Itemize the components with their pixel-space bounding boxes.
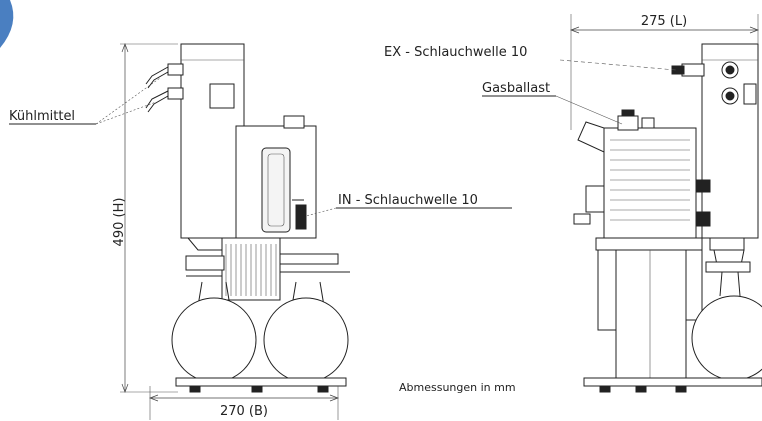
coolant-fitting-bottom: [167, 87, 184, 100]
height-dimension: [120, 43, 178, 393]
condenser-window: [209, 83, 235, 109]
side-stand: [615, 249, 687, 379]
units-note: Abmessungen in mm: [399, 381, 516, 394]
width-dimension: [149, 386, 339, 420]
coolant-label: Kühlmittel: [9, 109, 75, 124]
inlet-fitting: [295, 204, 307, 230]
inlet-tube: [261, 147, 291, 233]
base-plate: [175, 377, 347, 387]
gas-ballast-knob: [617, 115, 639, 131]
coolant-fitting-top: [167, 63, 184, 76]
corner-accent: [0, 0, 14, 48]
inlet-label: IN - Schlauchwelle 10: [338, 193, 478, 208]
length-dimension: [570, 14, 759, 130]
front-view: [145, 43, 350, 393]
side-base-plate: [583, 377, 762, 387]
condenser-column: [180, 43, 245, 239]
width-label: 270 (B): [220, 404, 268, 419]
exhaust-fitting: [681, 63, 705, 77]
length-label: 275 (L): [641, 14, 687, 29]
exhaust-label: EX - Schlauchwelle 10: [384, 45, 527, 60]
gas-ballast-label: Gasballast: [482, 81, 550, 96]
side-view: [573, 43, 762, 393]
side-pump-body: [603, 127, 697, 239]
flask-right: [263, 297, 349, 383]
flask-left: [171, 297, 257, 383]
height-label: 490 (H): [112, 198, 127, 247]
side-handle: [577, 121, 605, 153]
